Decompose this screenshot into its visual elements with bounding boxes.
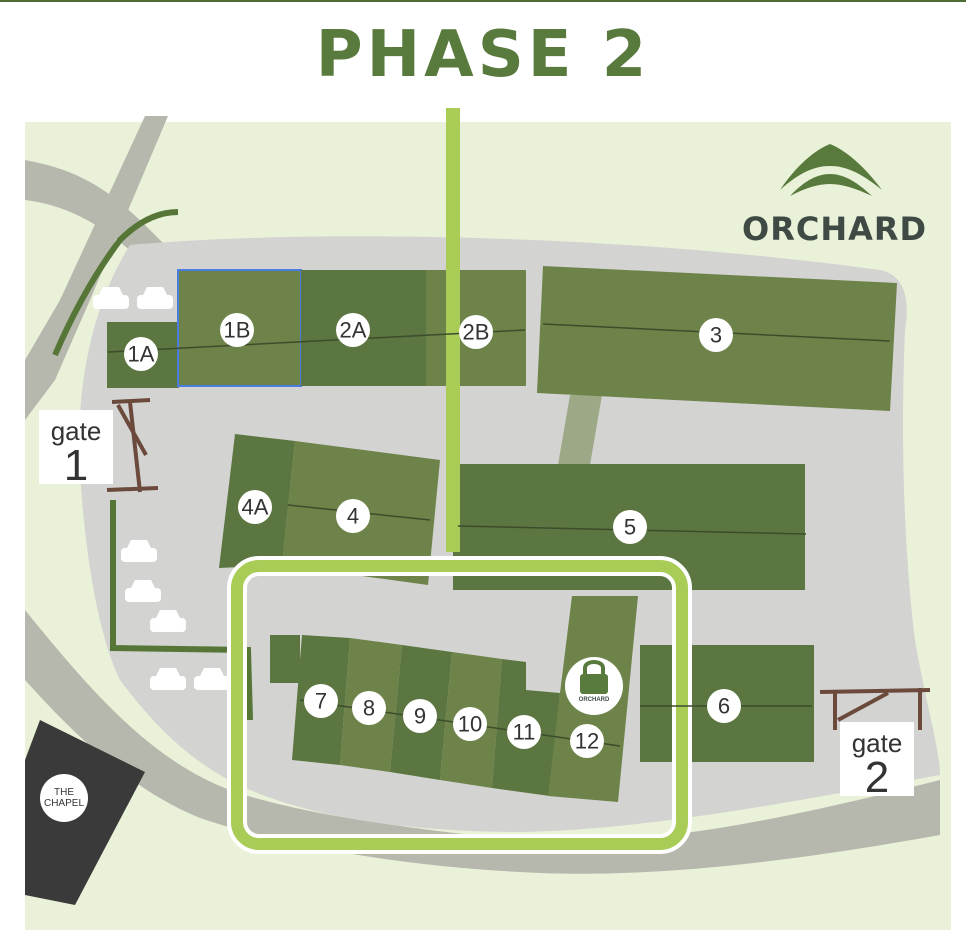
parked-cars	[93, 287, 230, 690]
plot-label-circle	[238, 490, 272, 524]
chapel-building	[25, 720, 145, 905]
plot-label-11[interactable]: 11	[507, 715, 541, 749]
plot-label-1B[interactable]: 1B	[220, 313, 254, 347]
page-title: PHASE 2	[315, 18, 651, 92]
plot-label-text: 2A	[340, 318, 367, 343]
hedge-northwest	[52, 209, 179, 357]
plot-label-text: 9	[414, 704, 426, 729]
gate-1-sign: gate 1	[39, 410, 113, 488]
plot-label-circle	[220, 313, 254, 347]
plot-label-text: 10	[458, 712, 482, 737]
plot-label-1A[interactable]: 1A	[124, 337, 158, 371]
road-south	[25, 610, 940, 874]
plot-label-circle	[124, 337, 158, 371]
lock-badge-text: ORCHARD	[579, 697, 610, 703]
car-icon	[93, 287, 129, 309]
car-icon	[137, 287, 173, 309]
plot-label-circle	[336, 499, 370, 533]
plot-label-text: 3	[710, 323, 722, 348]
connector-path	[558, 395, 602, 465]
plot-label-4A[interactable]: 4A	[238, 490, 272, 524]
plot-label-8[interactable]: 8	[352, 691, 386, 725]
plot-label-2B[interactable]: 2B	[459, 315, 493, 349]
plot-label-circle	[352, 691, 386, 725]
plot-label-circle	[507, 715, 541, 749]
plot-label-circle	[459, 315, 493, 349]
gate-2-barrier	[819, 688, 931, 730]
plot-label-text: 11	[513, 720, 536, 745]
gate-1-number: 1	[63, 441, 89, 490]
small-shed	[270, 635, 300, 683]
plot-label-text: 8	[363, 696, 375, 721]
gate-2-word: gate	[851, 728, 903, 758]
plot-label-circle	[707, 689, 741, 723]
chapel-line-1: THE	[54, 787, 74, 798]
plot-label-9[interactable]: 9	[403, 699, 437, 733]
road-northwest	[25, 160, 170, 260]
plot-label-circle	[403, 699, 437, 733]
plot-label-4[interactable]: 4	[336, 499, 370, 533]
orchard-leaf-logo-icon	[780, 144, 882, 196]
car-icon	[125, 580, 161, 602]
brand-name: ORCHARD	[742, 210, 928, 248]
plot-label-text: 5	[624, 515, 636, 540]
gate-1-word: gate	[50, 416, 102, 446]
phase-pointer-line	[446, 108, 460, 552]
plot-label-text: 2B	[463, 320, 490, 345]
plot-label-text: 1B	[224, 318, 251, 343]
plot-label-7[interactable]: 7	[304, 684, 338, 718]
car-icon	[121, 540, 157, 562]
plot-label-text: 7	[315, 689, 327, 714]
plot-label-10[interactable]: 10	[453, 707, 487, 741]
plot-label-text: 4A	[242, 495, 269, 520]
chapel-line-2: CHAPEL	[43, 798, 84, 809]
top-rule	[0, 0, 966, 2]
plot-label-text: 4	[347, 504, 359, 529]
phase-2-highlight[interactable]	[231, 560, 688, 850]
plot-label-circle	[570, 724, 604, 758]
plot-label-6[interactable]: 6	[707, 689, 741, 723]
plot-label-circle	[613, 510, 647, 544]
gate-2-sign: gate 2	[840, 722, 914, 800]
car-icon	[150, 668, 186, 690]
car-icon	[194, 668, 230, 690]
plot-label-5[interactable]: 5	[613, 510, 647, 544]
hedge-west	[110, 500, 253, 721]
gate-1-barrier	[106, 398, 159, 493]
plot-label-text: 1A	[128, 342, 155, 367]
plot-label-2A[interactable]: 2A	[336, 313, 370, 347]
plot-label-text: 12	[575, 729, 599, 754]
lock-badge[interactable]: ORCHARD	[565, 657, 623, 715]
padlock-body	[580, 674, 608, 694]
padlock-icon	[583, 660, 605, 675]
chapel-label: THE CHAPEL	[40, 774, 88, 822]
plot-label-circle	[336, 313, 370, 347]
plot-label-12[interactable]: 12	[570, 724, 604, 758]
gate-2-number: 2	[864, 753, 890, 802]
plot-label-circle	[453, 707, 487, 741]
plot-label-text: 6	[718, 694, 730, 719]
plot-label-circle	[699, 318, 733, 352]
plot-labels: 1A 1B 2A 2B 3 4A 4 5 6 7 8 9 10 11 12	[124, 313, 741, 758]
plot-label-circle	[304, 684, 338, 718]
car-icon	[150, 610, 186, 632]
plot-label-3[interactable]: 3	[699, 318, 733, 352]
